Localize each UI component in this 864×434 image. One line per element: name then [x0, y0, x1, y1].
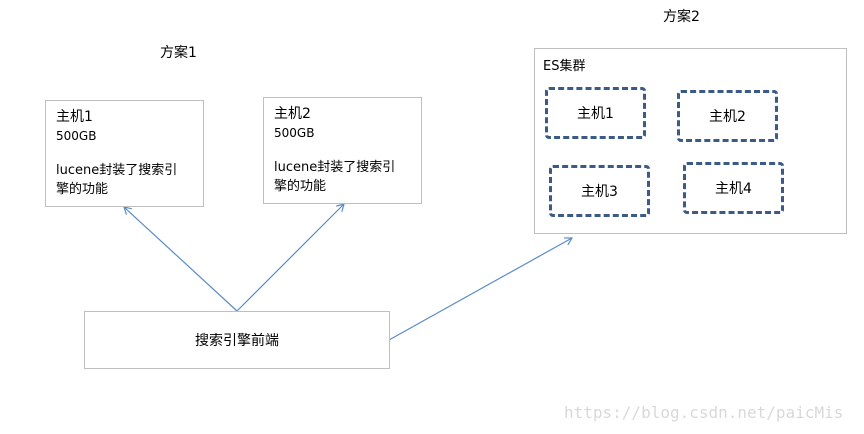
watermark: https://blog.csdn.net/paicMis	[564, 403, 844, 422]
node-label: 主机4	[715, 181, 752, 197]
plan2-title: 方案2	[663, 9, 700, 25]
es-node-3: 主机3	[549, 165, 650, 217]
es-node-4: 主机4	[683, 162, 784, 214]
plan1-host2-box: 主机2 500GB lucene封装了搜索引擎的功能	[263, 97, 422, 204]
es-node-1: 主机1	[545, 87, 646, 139]
search-engine-frontend-box: 搜索引擎前端	[84, 311, 390, 369]
host-size: 500GB	[274, 126, 315, 140]
frontend-label: 搜索引擎前端	[195, 333, 279, 349]
arrow-to-es-cluster	[388, 237, 574, 341]
es-node-2: 主机2	[677, 90, 778, 142]
plan1-title: 方案1	[160, 45, 197, 61]
host-description: lucene封装了搜索引擎的功能	[274, 160, 396, 194]
cluster-title: ES集群	[543, 59, 586, 74]
host-name: 主机1	[56, 109, 93, 125]
node-label: 主机2	[709, 109, 746, 125]
plan1-host1-box: 主机1 500GB lucene封装了搜索引擎的功能	[45, 100, 204, 207]
arrow-to-plan1-host2	[236, 203, 345, 312]
node-label: 主机1	[577, 106, 614, 122]
host-name: 主机2	[274, 106, 311, 122]
node-label: 主机3	[581, 184, 618, 200]
arrow-to-plan1-host1	[123, 206, 238, 312]
host-size: 500GB	[56, 129, 97, 143]
host-description: lucene封装了搜索引擎的功能	[56, 163, 178, 197]
